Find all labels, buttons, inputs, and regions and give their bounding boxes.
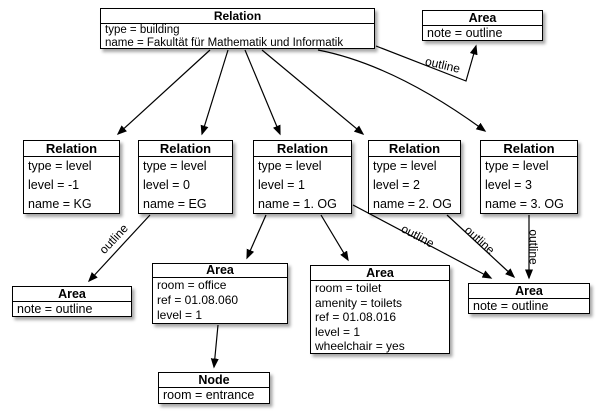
node-title: Area bbox=[311, 266, 449, 281]
edge-eg-to-outline-area bbox=[87, 214, 151, 283]
node-attribute: name = 1. OG bbox=[258, 197, 337, 211]
node-entrance: Node room = entrance bbox=[158, 372, 270, 404]
edge-1og-to-levels-outline bbox=[352, 204, 493, 279]
node-relation-level-2og: Relation type = level level = 2 name = 2… bbox=[368, 140, 461, 214]
node-attribute: room = entrance bbox=[163, 388, 255, 402]
node-attribute: level = -1 bbox=[28, 178, 80, 192]
edge-1og-to-toilet bbox=[320, 214, 349, 262]
node-title: Area bbox=[153, 264, 287, 278]
node-attribute: note = outline bbox=[17, 302, 93, 316]
node-attribute: name = Fakultät für Mathematik und Infor… bbox=[105, 37, 344, 49]
node-title: Relation bbox=[254, 141, 351, 157]
node-attribute: note = outline bbox=[427, 26, 503, 40]
edge-building-to-3og bbox=[317, 49, 487, 132]
node-relation-level-3og: Relation type = level level = 3 name = 3… bbox=[480, 140, 578, 214]
edge-building-to-eg bbox=[200, 49, 229, 136]
node-attribute: level = 1 bbox=[315, 324, 361, 339]
node-area-building-outline: Area note = outline bbox=[422, 10, 543, 41]
node-attribute: amenity = toilets bbox=[315, 295, 403, 310]
node-area-levels-outline: Area note = outline bbox=[468, 283, 590, 314]
edge-building-to-2og bbox=[261, 49, 365, 135]
node-title: Area bbox=[13, 287, 131, 302]
node-title: Relation bbox=[369, 141, 460, 157]
edge-building-to-outline-area bbox=[375, 44, 478, 82]
node-relation-level-eg: Relation type = level level = 0 name = E… bbox=[138, 140, 233, 214]
node-attribute: level = 3 bbox=[485, 178, 532, 192]
node-area-office: Area room = office ref = 01.08.060 level… bbox=[152, 263, 288, 324]
node-relation-level-1og: Relation type = level level = 1 name = 1… bbox=[253, 140, 352, 214]
node-attribute: type = level bbox=[258, 159, 322, 173]
edge-building-to-1og bbox=[244, 49, 281, 136]
node-title: Relation bbox=[139, 141, 232, 157]
node-attribute: room = office bbox=[157, 278, 227, 292]
node-attribute: note = outline bbox=[473, 299, 549, 313]
edge-1og-to-office bbox=[246, 214, 267, 260]
node-attribute: wheelchair = yes bbox=[315, 339, 405, 353]
node-attribute: type = level bbox=[143, 159, 207, 173]
node-attribute: room = toilet bbox=[315, 281, 382, 295]
node-title: Relation bbox=[24, 141, 119, 157]
node-title: Node bbox=[159, 373, 269, 388]
node-attribute: type = level bbox=[373, 159, 437, 173]
node-attribute: level = 0 bbox=[143, 178, 190, 192]
node-attribute: level = 2 bbox=[373, 178, 420, 192]
edge-label-3og-outline: outline bbox=[526, 229, 541, 265]
node-attribute: ref = 01.08.016 bbox=[315, 310, 397, 324]
node-title: Relation bbox=[101, 9, 374, 24]
node-attribute: type = level bbox=[485, 159, 549, 173]
edge-office-to-entrance bbox=[210, 324, 219, 369]
node-area-eg-outline: Area note = outline bbox=[12, 286, 132, 317]
node-relation-building: Relation type = building name = Fakultät… bbox=[100, 8, 375, 49]
edge-building-to-kg bbox=[116, 49, 211, 136]
node-title: Relation bbox=[481, 141, 577, 157]
node-title: Area bbox=[469, 284, 589, 299]
edge-2og-to-levels-outline bbox=[446, 214, 516, 279]
node-attribute: level = 1 bbox=[157, 308, 203, 322]
node-relation-level-kg: Relation type = level level = -1 name = … bbox=[23, 140, 120, 214]
node-title: Area bbox=[423, 11, 542, 26]
node-attribute: type = building bbox=[105, 24, 180, 36]
node-attribute: type = level bbox=[28, 159, 92, 173]
node-attribute: name = KG bbox=[28, 197, 92, 211]
node-attribute: level = 1 bbox=[258, 178, 305, 192]
node-attribute: name = EG bbox=[143, 197, 207, 211]
node-attribute: name = 2. OG bbox=[373, 197, 452, 211]
node-area-toilet: Area room = toilet amenity = toilets ref… bbox=[310, 265, 450, 354]
node-attribute: name = 3. OG bbox=[485, 197, 564, 211]
node-attribute: ref = 01.08.060 bbox=[157, 293, 239, 307]
